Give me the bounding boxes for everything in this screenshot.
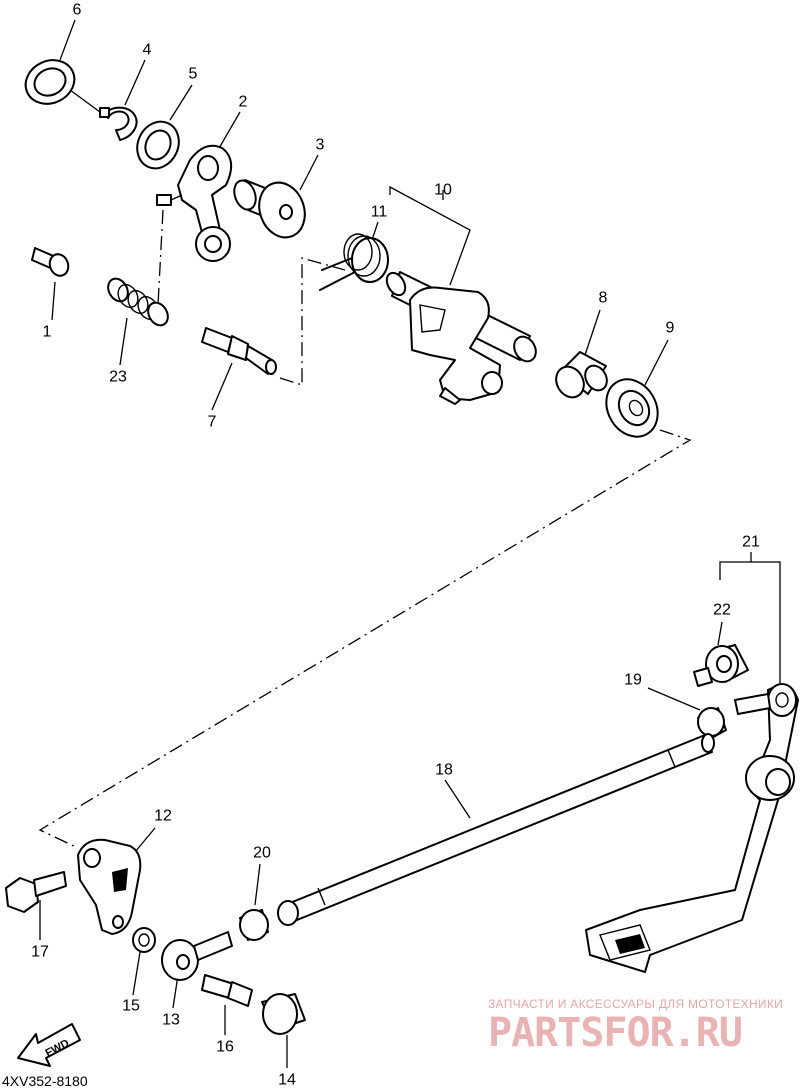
part-21-shift-pedal bbox=[585, 683, 799, 973]
callout-8: 8 bbox=[599, 290, 608, 307]
callout-20: 20 bbox=[253, 845, 271, 862]
watermark-site: PARTSFOR.RU bbox=[488, 1010, 742, 1056]
callout-1: 1 bbox=[43, 324, 52, 341]
assembly-chain-lines bbox=[38, 209, 692, 849]
callout-22: 22 bbox=[713, 602, 731, 619]
part-22-joint bbox=[693, 644, 749, 687]
part-14-cap bbox=[261, 993, 306, 1035]
watermark: ЗАПЧАСТИ И АКСЕССУАРЫ ДЛЯ МОТОТЕХНИКИ PA… bbox=[488, 997, 783, 1056]
callout-12: 12 bbox=[154, 808, 172, 825]
callout-7: 7 bbox=[208, 414, 217, 431]
callout-4: 4 bbox=[143, 42, 152, 59]
callout-21: 21 bbox=[742, 534, 760, 551]
callout-10: 10 bbox=[434, 182, 452, 199]
callout-19: 19 bbox=[624, 672, 642, 689]
part-23-spring bbox=[107, 277, 169, 327]
callout-labels: 6 4 5 2 3 10 11 8 9 1 23 7 21 22 19 18 1… bbox=[31, 2, 760, 1089]
callout-23: 23 bbox=[109, 369, 127, 386]
part-7-stud-bolt bbox=[201, 327, 277, 375]
part-19-collar bbox=[697, 707, 727, 741]
part-8-bush bbox=[555, 351, 608, 399]
callout-9: 9 bbox=[666, 320, 675, 337]
part-11-torsion-spring bbox=[319, 233, 389, 291]
part-3-collar bbox=[233, 179, 306, 239]
fwd-arrow: FWD bbox=[17, 1023, 81, 1067]
part-17-bolt bbox=[5, 871, 67, 913]
callout-3: 3 bbox=[316, 137, 325, 154]
callout-18: 18 bbox=[435, 762, 453, 779]
part-2-stopper-lever bbox=[156, 144, 233, 262]
part-18-shift-rod bbox=[277, 733, 715, 926]
part-20-collar bbox=[239, 909, 269, 941]
callout-14: 14 bbox=[278, 1072, 296, 1089]
part-5-washer bbox=[136, 120, 180, 170]
callout-16: 16 bbox=[216, 1039, 234, 1056]
part-16-bolt bbox=[201, 974, 253, 1007]
callout-15: 15 bbox=[122, 998, 140, 1015]
part-6-washer bbox=[24, 59, 76, 105]
part-10-shift-shaft bbox=[385, 271, 537, 405]
part-13-joint bbox=[161, 931, 233, 981]
part-12-shift-arm bbox=[77, 838, 142, 935]
callout-13: 13 bbox=[162, 1012, 180, 1029]
part-4-circlip bbox=[99, 106, 138, 141]
part-9-oil-seal bbox=[605, 378, 659, 438]
callout-5: 5 bbox=[189, 66, 198, 83]
watermark-tagline: ЗАПЧАСТИ И АКСЕССУАРЫ ДЛЯ МОТОТЕХНИКИ bbox=[488, 997, 783, 1011]
callout-11: 11 bbox=[371, 204, 388, 221]
part-15-washer bbox=[132, 927, 156, 953]
callout-17: 17 bbox=[31, 944, 49, 961]
diagram-code: 4XV352-8180 bbox=[2, 1073, 88, 1089]
callout-2: 2 bbox=[239, 94, 248, 111]
part-1-pin bbox=[31, 247, 70, 277]
callout-6: 6 bbox=[73, 2, 82, 19]
